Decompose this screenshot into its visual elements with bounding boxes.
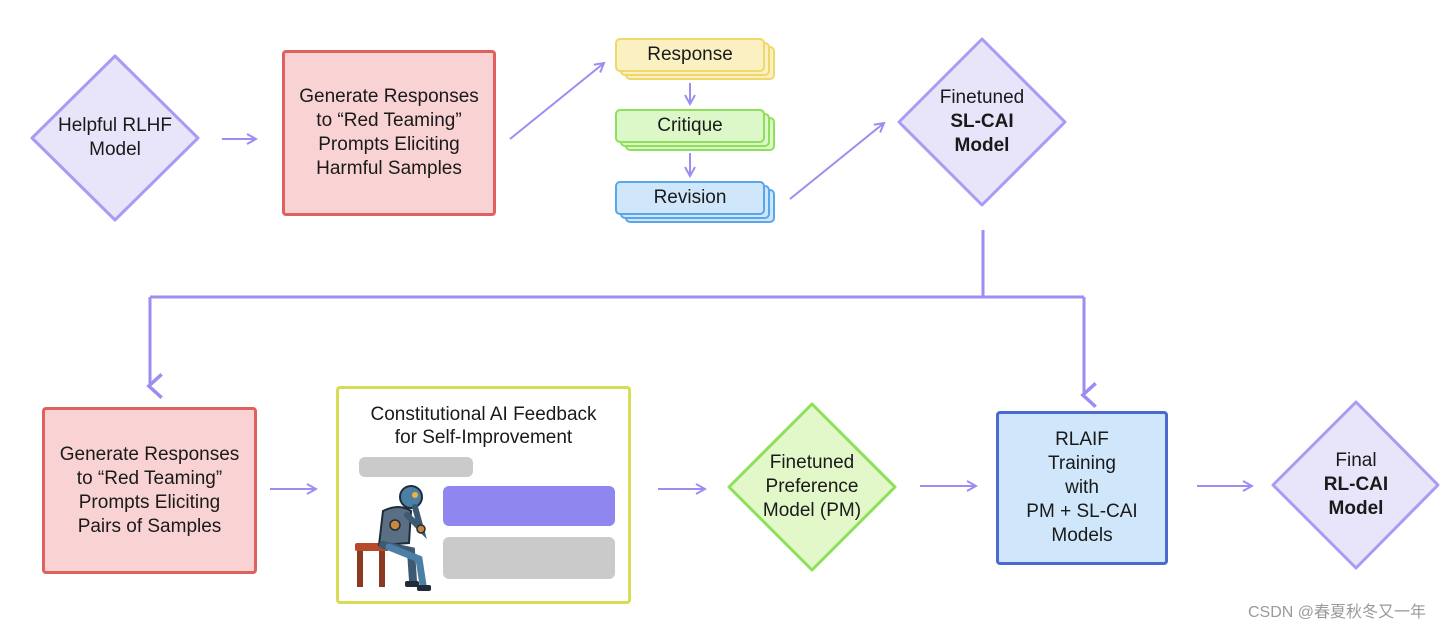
finetuned-pm-label: Finetuned Preference Model (PM) [727,402,897,572]
diamond-shape [1271,400,1440,570]
panel-title-line: Constitutional AI Feedback [370,404,597,425]
diamond-shape [30,54,200,222]
diamond-shape [897,37,1067,207]
constitutional-ai-feedback-panel: Constitutional AI Feedback for Self-Impr… [336,386,631,604]
label-line-bold: RL-CAI [1323,474,1389,495]
panel-title-line: for Self-Improvement [394,427,573,448]
response-card: Response [615,38,765,72]
arrow-generate-to-response [509,63,604,140]
generate-harmful-samples-box: Generate Responses to “Red Teaming” Prom… [282,50,496,216]
label-line: Model (PM) [762,500,862,521]
label-line: Model [89,139,141,160]
watermark: CSDN @春夏秋冬又一年 [1247,604,1426,621]
label-line: Harmful Samples [316,158,462,179]
label-line: Finetuned [769,452,855,473]
revision-card: Revision [615,181,765,215]
label-line: Preference [765,476,859,497]
finetuned-sl-cai-node: Finetuned SL-CAI Model [897,37,1067,207]
finetuned-preference-model-node: Finetuned Preference Model (PM) [727,402,897,572]
label-line: RLAIF [1055,429,1109,450]
final-rl-cai-node: Final RL-CAI Model [1271,400,1440,570]
label-line: Training [1048,453,1116,474]
label-line: PM + SL-CAI [1026,501,1138,522]
revision-card-stack: Revision [615,181,777,227]
label-line: Generate Responses [299,86,479,107]
chat-bubble-gray-short [359,457,473,477]
diamond-shape [727,402,897,572]
helpful-rlhf-label: Helpful RLHF Model [30,54,200,222]
critique-card-stack: Critique [615,109,777,155]
label-line: Generate Responses [59,443,240,465]
label-line: Pairs of Samples [77,515,222,537]
critique-card: Critique [615,109,765,143]
label-line-bold: Model [1328,498,1384,519]
connector-sl-cai-split [150,230,1084,299]
response-card-stack: Response [615,38,777,84]
label-line: Helpful RLHF [57,115,173,136]
label-line: to “Red Teaming” [76,467,223,489]
label-line: Finetuned [939,87,1025,108]
chat-bubble-purple [443,486,615,526]
label-line-bold: Model [954,135,1010,156]
robot-thinker-illustration [355,485,431,591]
label-line: Final [1335,450,1377,471]
label-line: to “Red Teaming” [316,110,462,131]
panel-title: Constitutional AI Feedback for Self-Impr… [370,403,596,449]
rlaif-training-box: RLAIF Training with PM + SL-CAI Models [996,411,1168,565]
generate-pairs-box: Generate Responses to “Red Teaming” Prom… [42,407,257,574]
arrow-revision-to-sl-cai [789,123,884,200]
chat-bubble-gray-long [443,537,615,579]
label-line-bold: SL-CAI [950,111,1014,132]
label-line: Prompts Eliciting [318,134,460,155]
label-line: Prompts Eliciting [78,491,221,513]
final-rl-cai-label: Final RL-CAI Model [1271,400,1440,570]
helpful-rlhf-model-node: Helpful RLHF Model [30,54,200,222]
label-line: with [1065,477,1099,498]
label-line: Models [1051,525,1113,546]
finetuned-sl-cai-label: Finetuned SL-CAI Model [897,37,1067,207]
